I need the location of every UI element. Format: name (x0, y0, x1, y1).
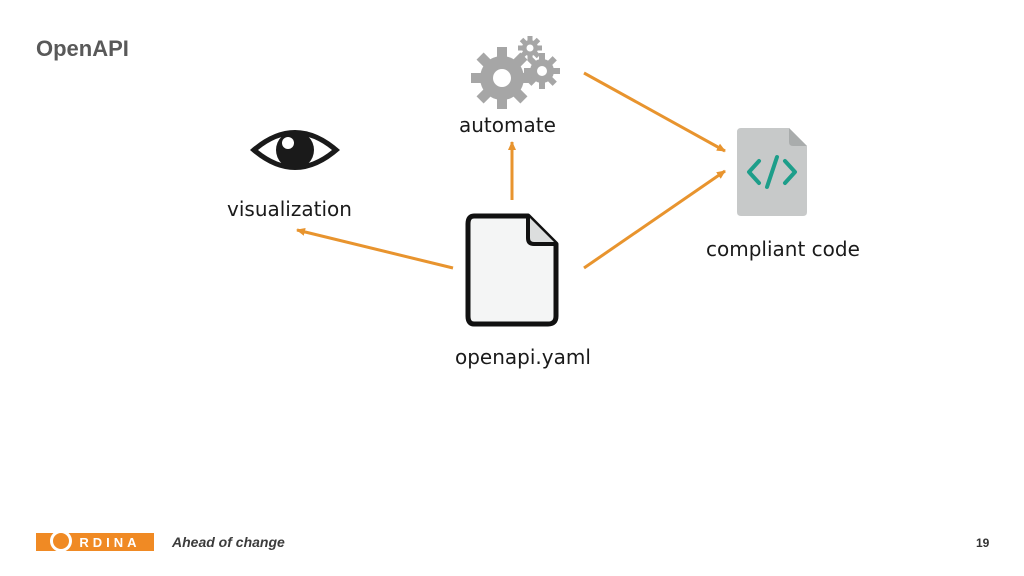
compliant-code-label: compliant code (706, 237, 860, 261)
tagline: Ahead of change (172, 534, 285, 550)
automate-label: automate (459, 113, 556, 137)
arrow-automate-to-code (583, 71, 726, 153)
gears-icon (471, 36, 560, 109)
ordina-logo: RDINA (36, 530, 154, 552)
eye-icon (250, 130, 340, 170)
visualization-label: visualization (227, 197, 352, 221)
document-icon (465, 213, 559, 327)
openapi-yaml-label: openapi.yaml (455, 345, 591, 369)
code-file-icon (737, 128, 807, 216)
logo-text: RDINA (79, 534, 141, 550)
page-number: 19 (976, 536, 990, 550)
arrow-to-compliant-code (583, 169, 726, 270)
arrow-to-visualization (296, 228, 454, 270)
logo-mark-icon (50, 530, 72, 552)
slide-title: OpenAPI (36, 36, 129, 61)
